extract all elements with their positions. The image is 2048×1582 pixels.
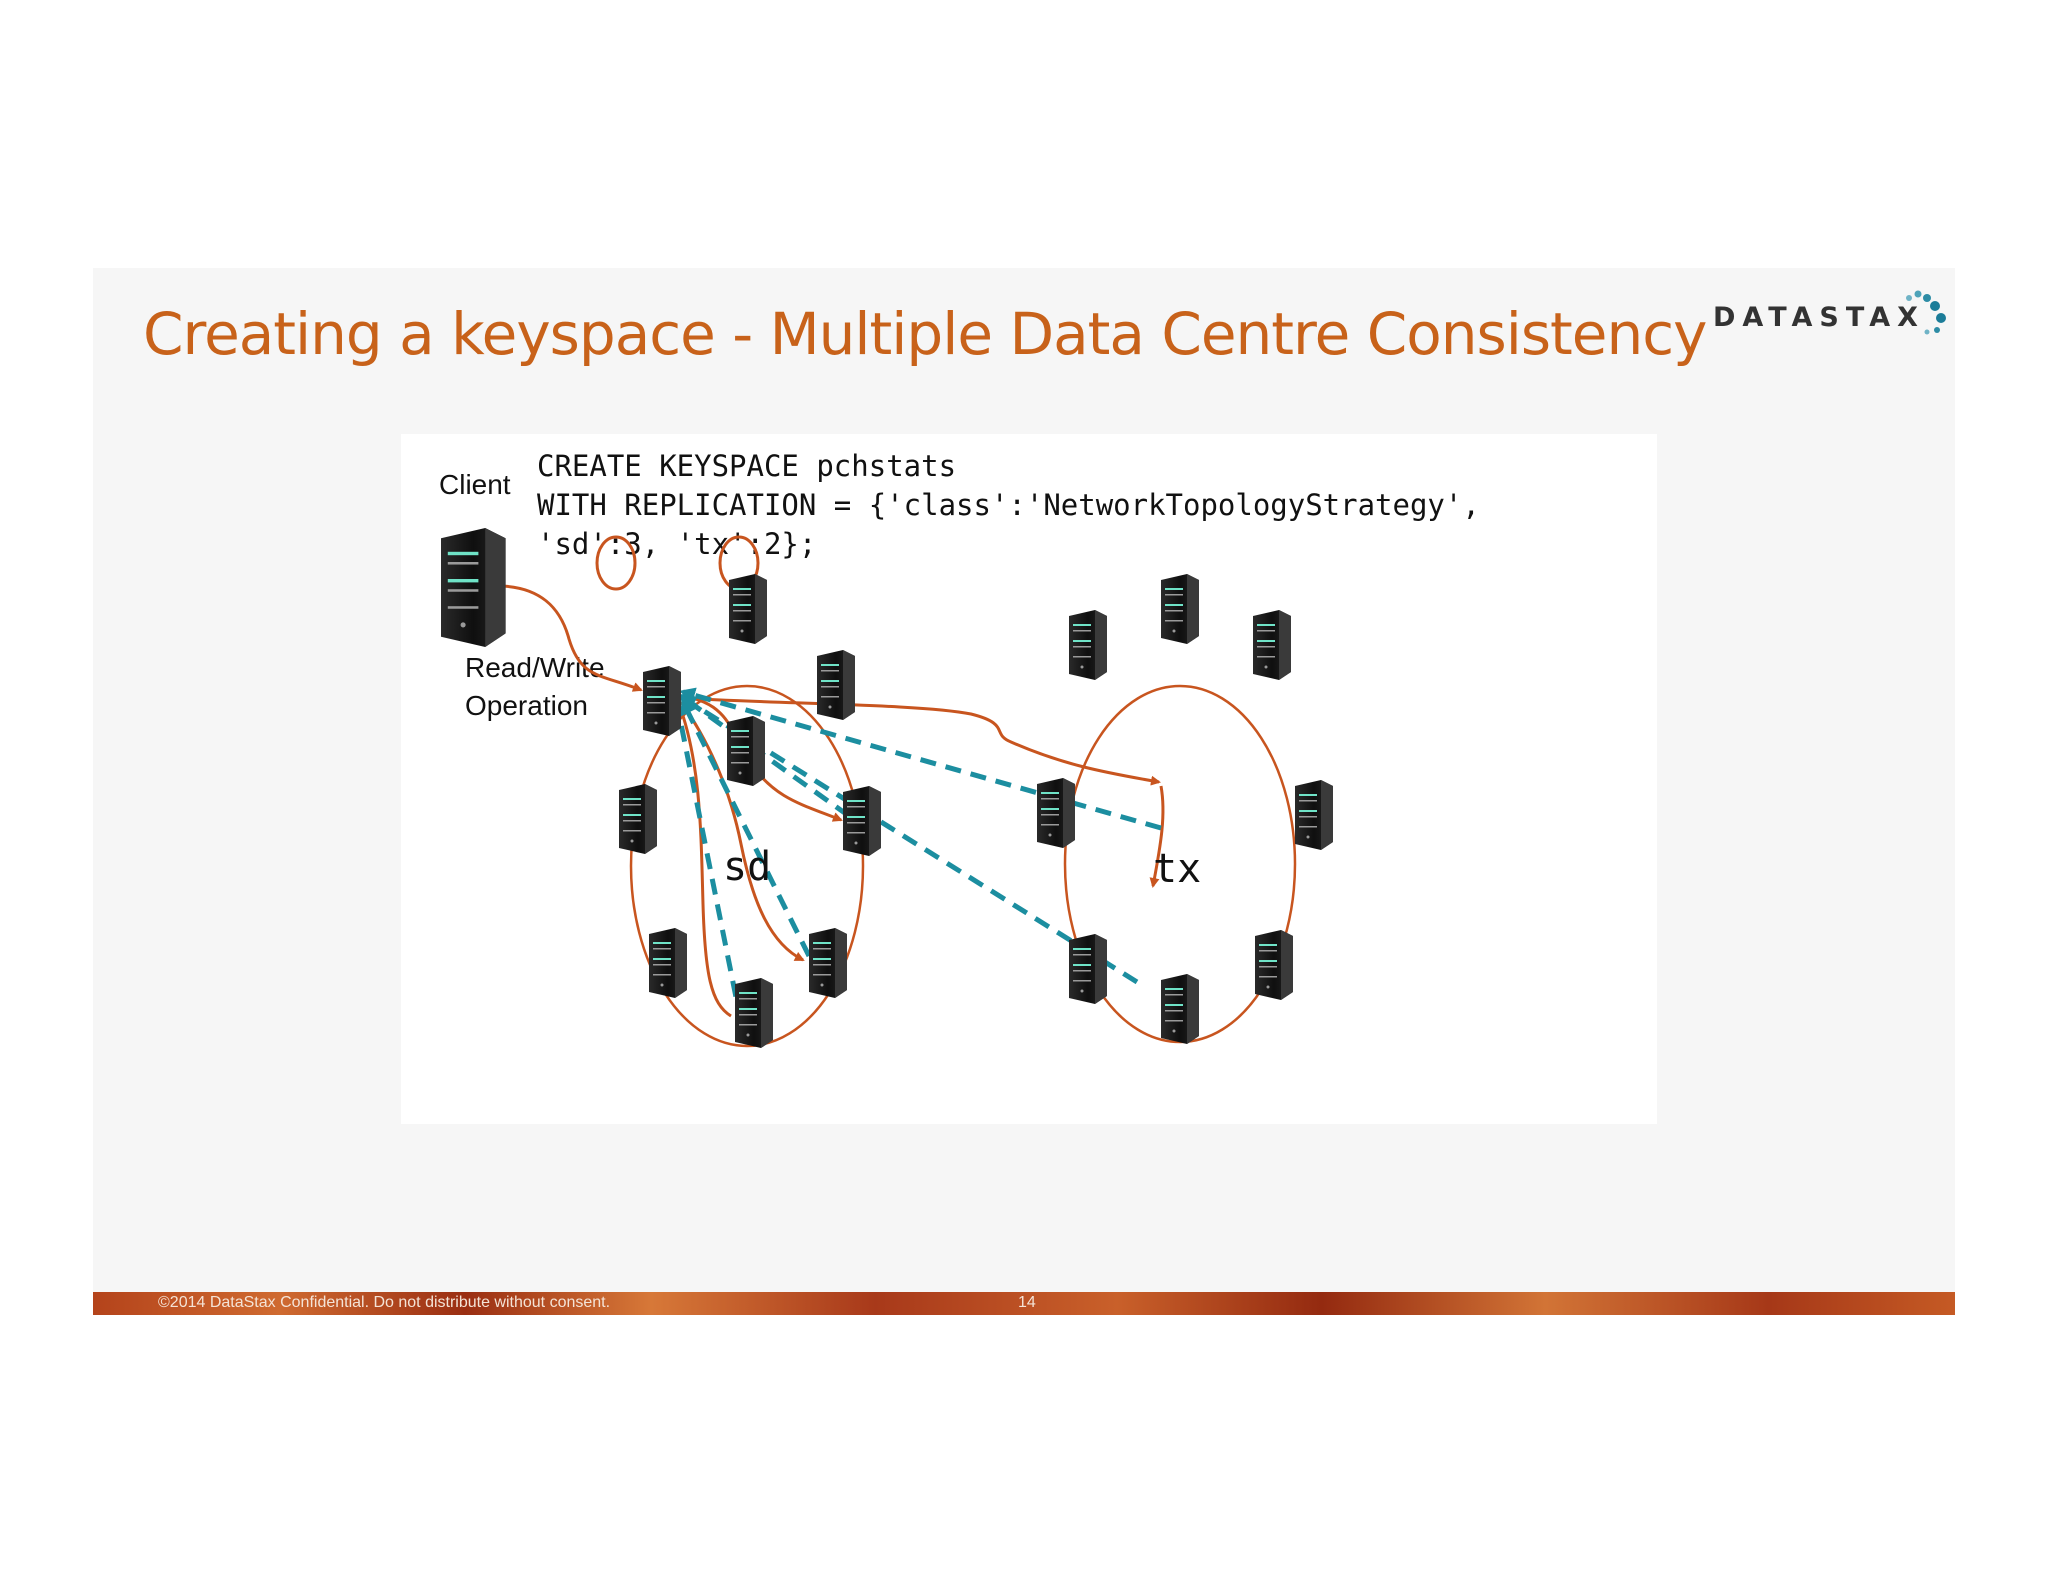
ack-arrow-sd-2: [680, 698, 812, 958]
sd-factor-highlight: [595, 535, 637, 591]
dc-label-tx: tx: [1153, 846, 1201, 892]
code-line-1: CREATE KEYSPACE pchstats: [537, 449, 956, 483]
logo-dots-icon: [1906, 290, 1946, 335]
server-icon: [643, 666, 681, 736]
code-line-2: WITH REPLICATION = {'class':'NetworkTopo…: [537, 488, 1480, 522]
server-icon: [729, 574, 767, 644]
server-icon: [735, 978, 773, 1048]
logo-text: DATASTAX: [1713, 302, 1925, 333]
server-icon: [727, 716, 765, 786]
replica-arrow-tx-2: [1149, 785, 1165, 888]
replica-arrow-tx-1: [680, 696, 1161, 786]
dc-label-sd: sd: [723, 844, 771, 890]
server-icon: [649, 928, 687, 998]
server-icon: [1161, 574, 1199, 644]
operation-label-line1: Read/Write: [465, 652, 605, 683]
footer-bar: ©2014 DataStax Confidential. Do not dist…: [93, 1292, 1955, 1315]
footer-copyright: ©2014 DataStax Confidential. Do not dist…: [158, 1294, 611, 1311]
ack-arrow-tx-1: [679, 687, 1162, 831]
page-number: 14: [1018, 1294, 1036, 1311]
slide: Creating a keyspace - Multiple Data Cent…: [93, 268, 1955, 1315]
server-icon: [843, 786, 881, 856]
sd-ring: [629, 684, 865, 1048]
code-line-3: 'sd':3, 'tx':2};: [537, 527, 816, 561]
server-icon: [1295, 780, 1333, 850]
server-icon: [1069, 610, 1107, 680]
server-icon: [817, 650, 855, 720]
slide-title: Creating a keyspace - Multiple Data Cent…: [143, 300, 1707, 368]
server-icon: [809, 928, 847, 998]
server-icon: [619, 784, 657, 854]
replica-arrow-sd-3: [677, 703, 732, 1018]
server-icon: [1161, 974, 1199, 1044]
client-label: Client: [439, 469, 511, 500]
server-icon: [1069, 934, 1107, 1004]
ack-arrow-sd-1: [677, 693, 851, 819]
server-icon: [1037, 778, 1075, 848]
operation-label-line2: Operation: [465, 690, 588, 721]
diagram-panel: CREATE KEYSPACE pchstats WITH REPLICATIO…: [401, 434, 1657, 1124]
server-icon: [1255, 930, 1293, 1000]
ack-arrow-sd-3: [671, 700, 744, 1023]
server-icon: [1253, 610, 1291, 680]
client-arrow: [490, 584, 643, 692]
diagram-svg: CREATE KEYSPACE pchstats WITH REPLICATIO…: [439, 449, 1480, 1048]
client-server-icon: [441, 528, 506, 647]
datastax-logo: DATASTAX: [1713, 284, 1953, 344]
